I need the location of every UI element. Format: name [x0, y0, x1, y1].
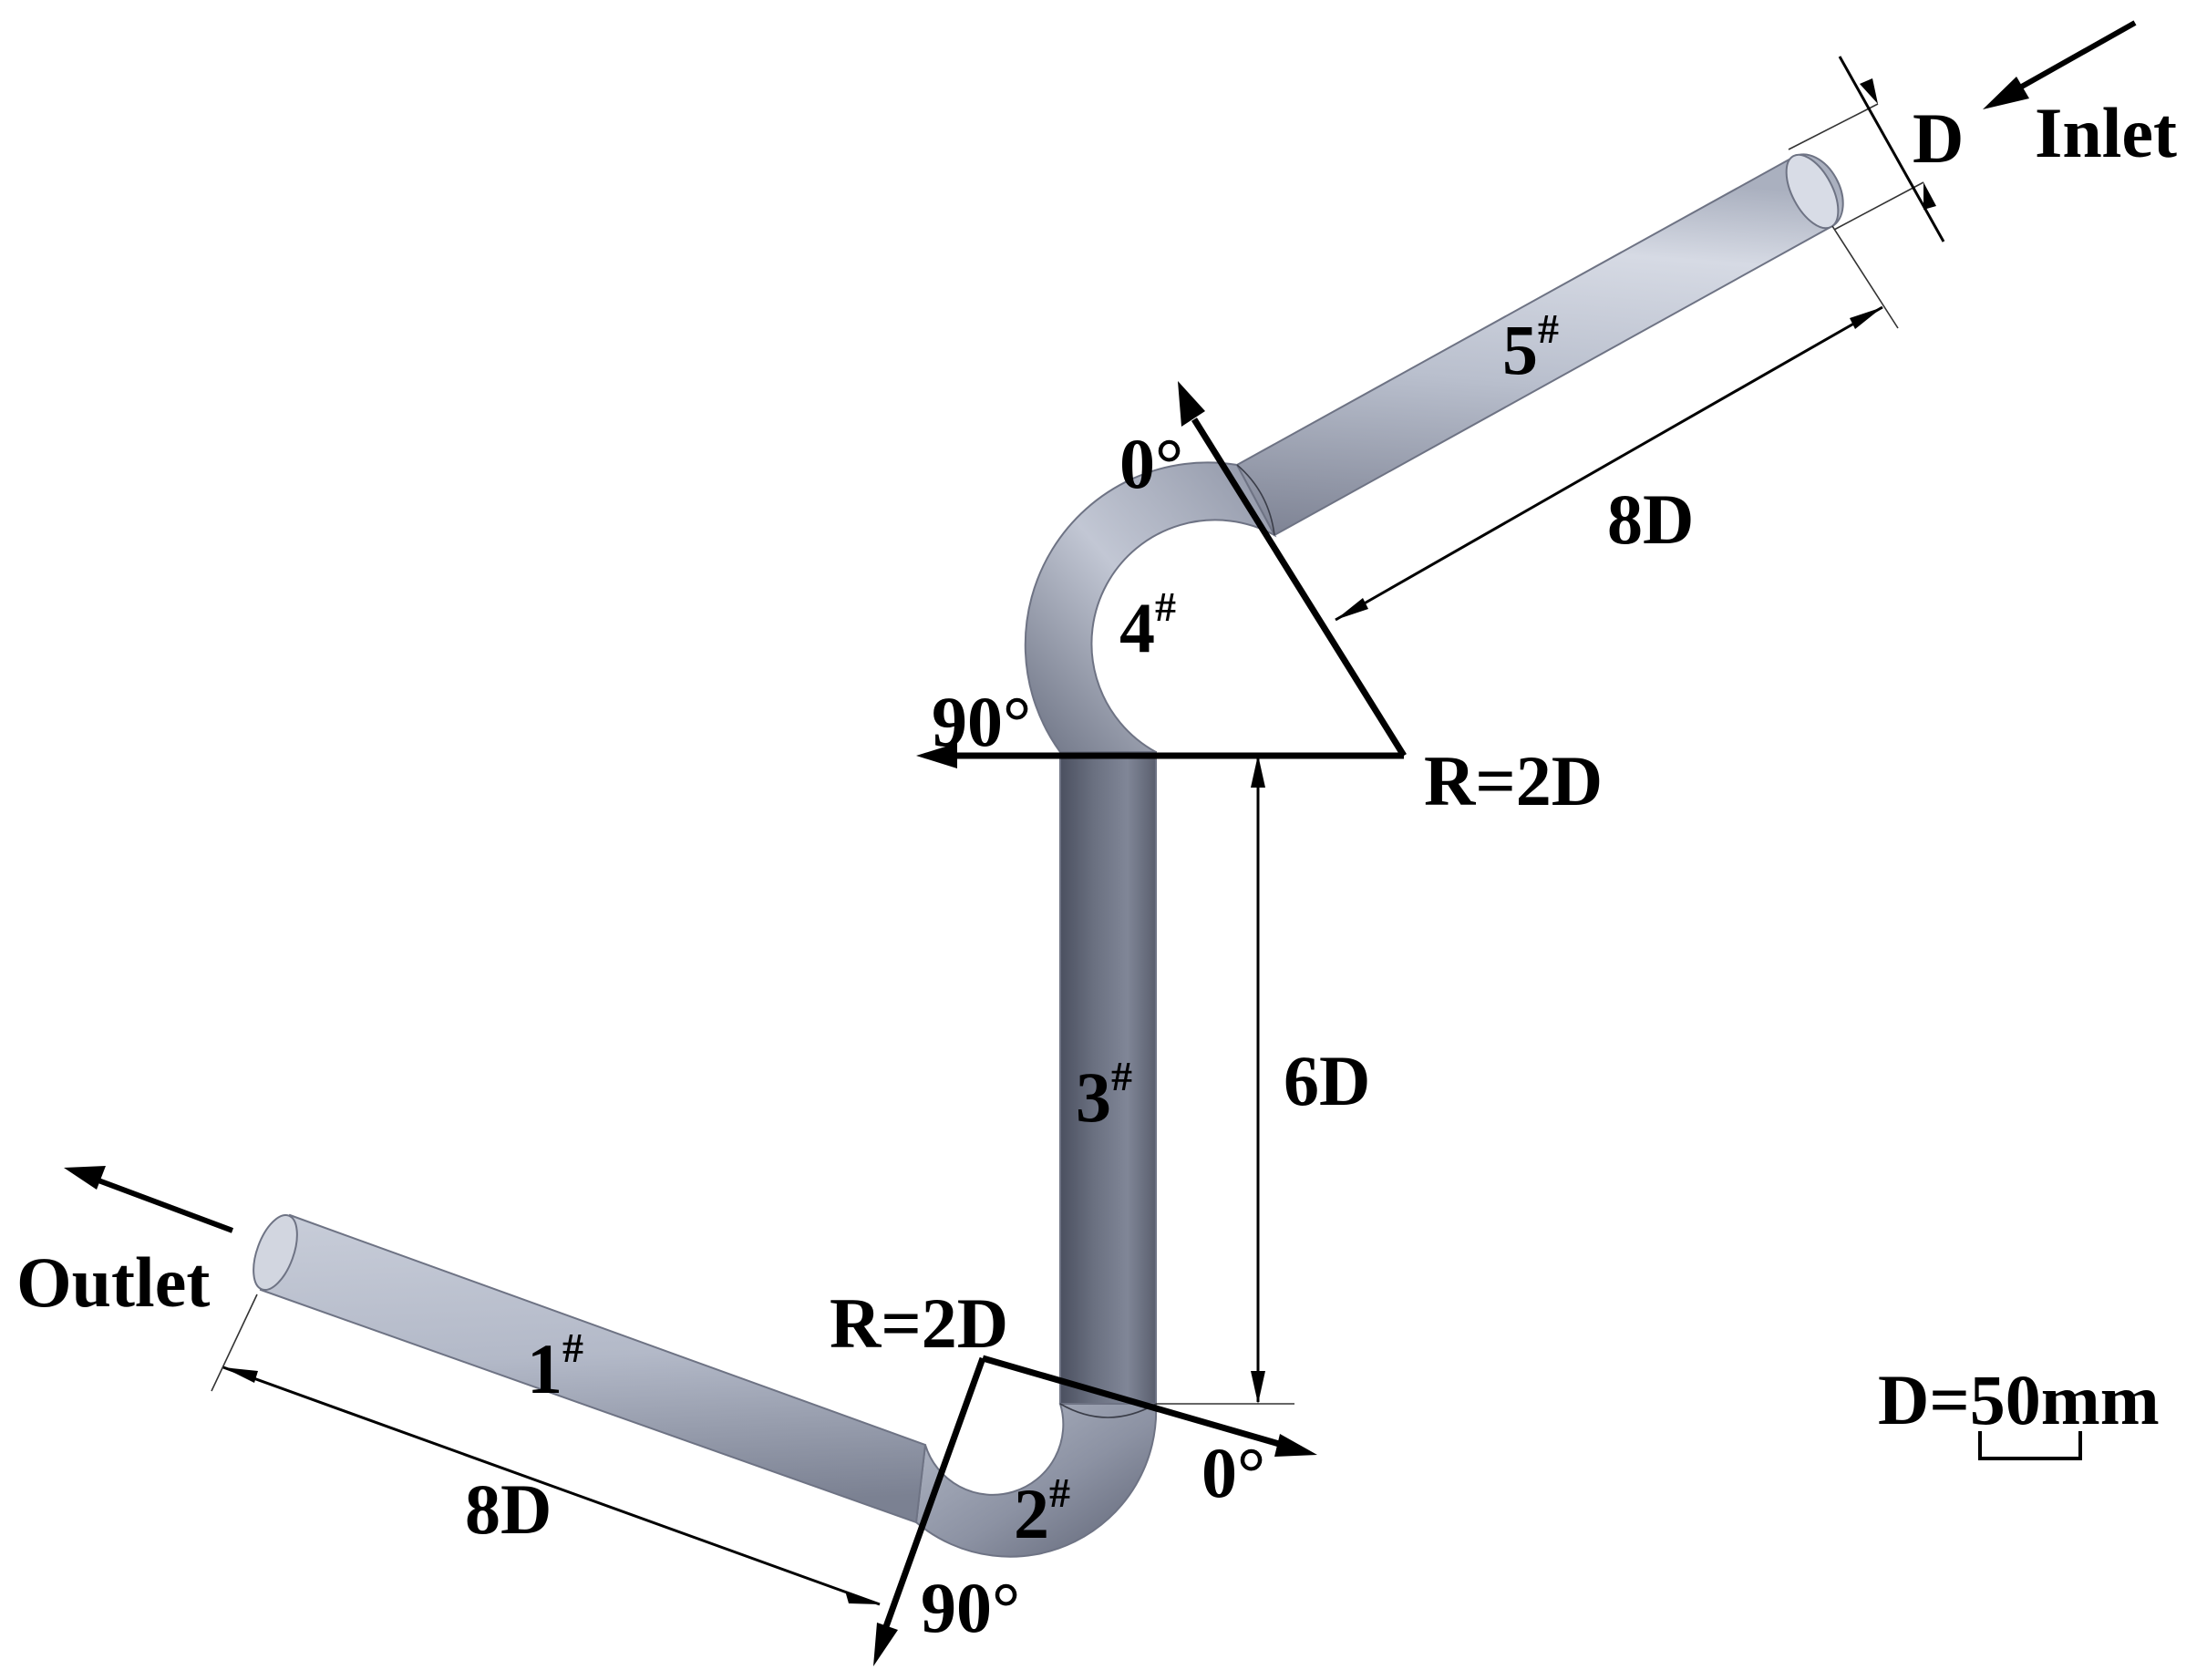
angle-lower-start-label: 0°	[1201, 1433, 1265, 1512]
length-vertical-label: 6D	[1284, 1041, 1370, 1120]
segment-label-1: 1#	[527, 1324, 583, 1408]
pipe-segment-4	[1024, 461, 1277, 753]
outlet-flow-arrowhead	[64, 1166, 106, 1190]
outlet-arrowhead-b	[845, 1591, 880, 1604]
bend-axes	[873, 381, 1407, 1666]
inlet-length-arrowhead-b	[1850, 307, 1882, 329]
inlet-flow-arrowhead	[1983, 77, 2029, 109]
upper-bend-90-arrowhead	[916, 743, 957, 768]
inlet-length-extension-end	[1831, 225, 1899, 329]
angle-lower-end-label: 90°	[921, 1568, 1020, 1647]
seam-4-5	[1236, 464, 1275, 536]
vertical-arrowhead-top	[1251, 755, 1265, 788]
upper-bend-0-arrowhead	[1178, 381, 1205, 427]
upper-bend-radial-axis	[1191, 417, 1407, 758]
length-outlet-label: 8D	[465, 1469, 552, 1549]
segment-label-4: 4#	[1119, 583, 1176, 667]
seam-2-3	[1059, 1403, 1157, 1418]
outlet-dim-line	[222, 1366, 881, 1606]
segment-4-number: 4	[1119, 588, 1155, 667]
segment-3-mark: #	[1111, 1053, 1132, 1099]
segment-4-mark: #	[1155, 583, 1176, 630]
inlet-length-arrowhead-a	[1336, 598, 1368, 620]
dimension-lines	[211, 56, 1945, 1606]
segment-1-number: 1	[527, 1329, 562, 1408]
pipe-assembly	[253, 153, 1844, 1558]
inlet-length-dim-line	[1335, 305, 1883, 622]
diameter-label: D	[1913, 98, 1964, 178]
lower-bend-radial-axis	[881, 1356, 986, 1634]
inlet-flow-arrow	[2004, 20, 2137, 98]
segment-5-mark: #	[1538, 305, 1559, 352]
outlet-extension-end	[211, 1293, 258, 1392]
labels: Inlet D Outlet D=50mm R=2D R=2D 8D 6D 8D…	[16, 93, 2177, 1647]
pipe-segment-5	[1235, 153, 1844, 537]
segment-1-mark: #	[562, 1324, 583, 1371]
pipe-segment-3	[1059, 751, 1157, 1405]
lower-bend-0-arrowhead	[1274, 1434, 1317, 1457]
length-inlet-label: 8D	[1607, 479, 1694, 559]
outlet-label: Outlet	[16, 1242, 210, 1322]
inlet-label: Inlet	[2035, 93, 2177, 172]
segment-label-3: 3#	[1076, 1053, 1132, 1137]
lower-bend-90-arrowhead	[873, 1623, 898, 1666]
segment-5-number: 5	[1502, 310, 1538, 389]
radius-lower-label: R=2D	[830, 1283, 1008, 1363]
angle-upper-end-label: 90°	[932, 682, 1031, 761]
pipe-segment-1	[259, 1213, 927, 1524]
flow-arrows	[64, 20, 2137, 1233]
scale-label: D=50mm	[1878, 1360, 2160, 1439]
segment-label-2: 2#	[1014, 1469, 1070, 1553]
segment-2-number: 2	[1014, 1474, 1049, 1553]
segment-3-number: 3	[1076, 1057, 1111, 1137]
diameter-extension-bottom	[1833, 181, 1924, 231]
lower-bend-tangent-axis	[982, 1355, 1286, 1449]
pipe-outlet-end	[253, 1214, 298, 1291]
vertical-arrowhead-bottom	[1251, 1371, 1265, 1404]
segment-2-mark: #	[1049, 1469, 1070, 1516]
diameter-arrowhead-top	[1860, 78, 1878, 104]
diameter-arrowhead-bottom	[1923, 182, 1936, 210]
angle-upper-start-label: 0°	[1119, 424, 1183, 503]
pipe-inlet-end	[1785, 153, 1840, 230]
outlet-flow-arrow	[89, 1175, 234, 1233]
segment-label-5: 5#	[1502, 305, 1559, 389]
scale-bar	[1978, 1431, 2082, 1460]
radius-upper-label: R=2D	[1424, 741, 1603, 820]
diameter-dim-line	[1838, 56, 1945, 242]
outlet-arrowhead-a	[223, 1367, 258, 1383]
diameter-extension-top	[1788, 103, 1879, 150]
